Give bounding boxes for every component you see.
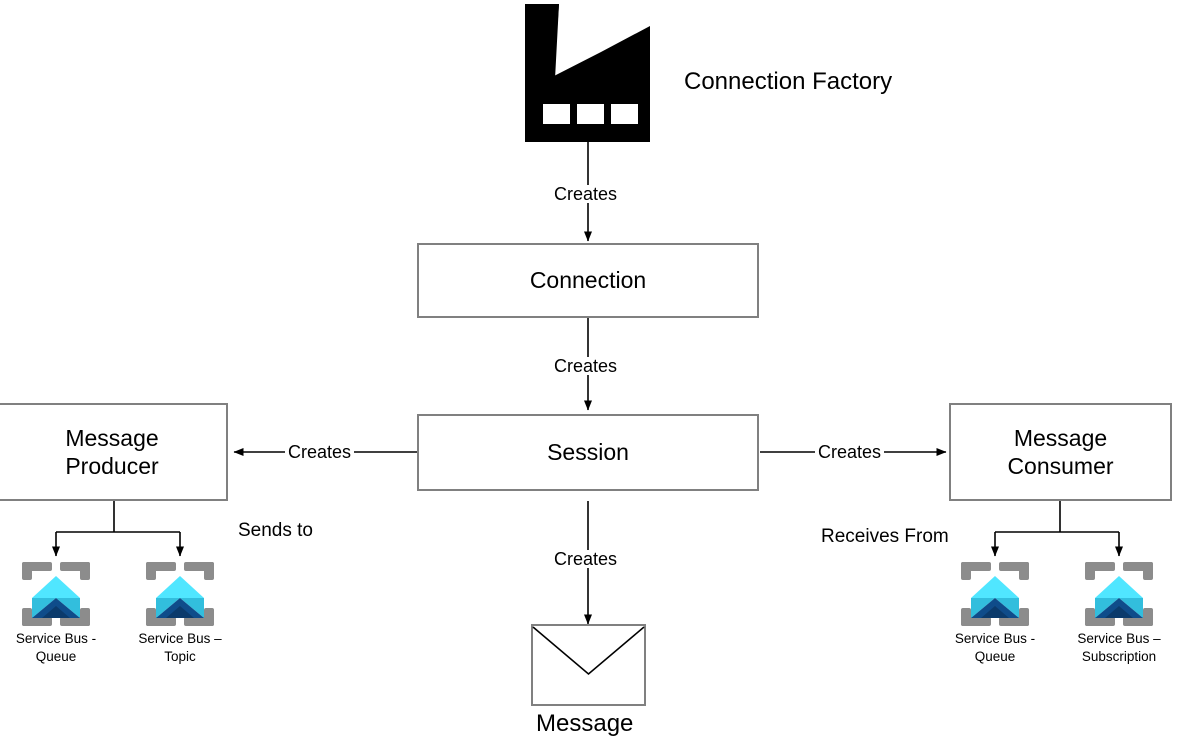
caption-line1: Service Bus -	[954, 631, 1036, 646]
service-bus-icon-producer-topic[interactable]	[142, 556, 218, 632]
node-connection[interactable]: Connection	[417, 243, 759, 318]
caption-line2: Topic	[164, 649, 196, 665]
caption-line2: Subscription	[1081, 649, 1157, 665]
node-session[interactable]: Session	[417, 414, 759, 491]
fork-producer	[56, 501, 180, 533]
caption-line2: Queue	[974, 649, 1016, 665]
caption-producer-queue: Service Bus - Queue	[0, 630, 121, 666]
edge-label-receives-from: Receives From	[821, 526, 949, 547]
node-session-label: Session	[547, 439, 629, 466]
caption-line1: Service Bus -	[15, 631, 97, 646]
node-message-producer-label-line1: Message	[65, 424, 159, 451]
node-message-producer-label-line2: Producer	[65, 453, 159, 479]
fork-consumer	[995, 501, 1119, 533]
envelope-icon	[531, 624, 646, 706]
edge-label-factory-to-connection: Creates	[551, 185, 621, 203]
service-bus-icon-producer-queue[interactable]	[18, 556, 94, 632]
node-message-consumer[interactable]: Message Consumer	[949, 403, 1172, 501]
node-message-label: Message	[536, 710, 634, 737]
service-bus-icon-consumer-subscription[interactable]	[1081, 556, 1157, 632]
connection-factory-label: Connection Factory	[684, 68, 893, 95]
caption-line1: Service Bus –	[138, 631, 222, 646]
node-message-consumer-label-line1: Message	[1013, 424, 1108, 451]
factory-icon	[525, 4, 650, 142]
node-message-producer[interactable]: Message Producer	[0, 403, 228, 501]
caption-consumer-subscription: Service Bus – Subscription	[1054, 630, 1181, 666]
caption-producer-topic: Service Bus – Topic	[115, 630, 245, 666]
edge-label-sends-to: Sends to	[238, 520, 313, 541]
edge-label-session-to-consumer: Creates	[815, 443, 885, 461]
service-bus-icon-consumer-queue[interactable]	[957, 556, 1033, 632]
caption-line2: Queue	[35, 649, 77, 665]
node-connection-label: Connection	[529, 267, 647, 294]
node-message-consumer-label-line2: Consumer	[1007, 453, 1114, 479]
edge-label-session-to-message: Creates	[551, 550, 621, 568]
caption-line1: Service Bus –	[1077, 631, 1161, 646]
caption-consumer-queue: Service Bus - Queue	[930, 630, 1060, 666]
edge-label-session-to-producer: Creates	[285, 443, 355, 461]
edge-label-connection-to-session: Creates	[551, 357, 621, 375]
